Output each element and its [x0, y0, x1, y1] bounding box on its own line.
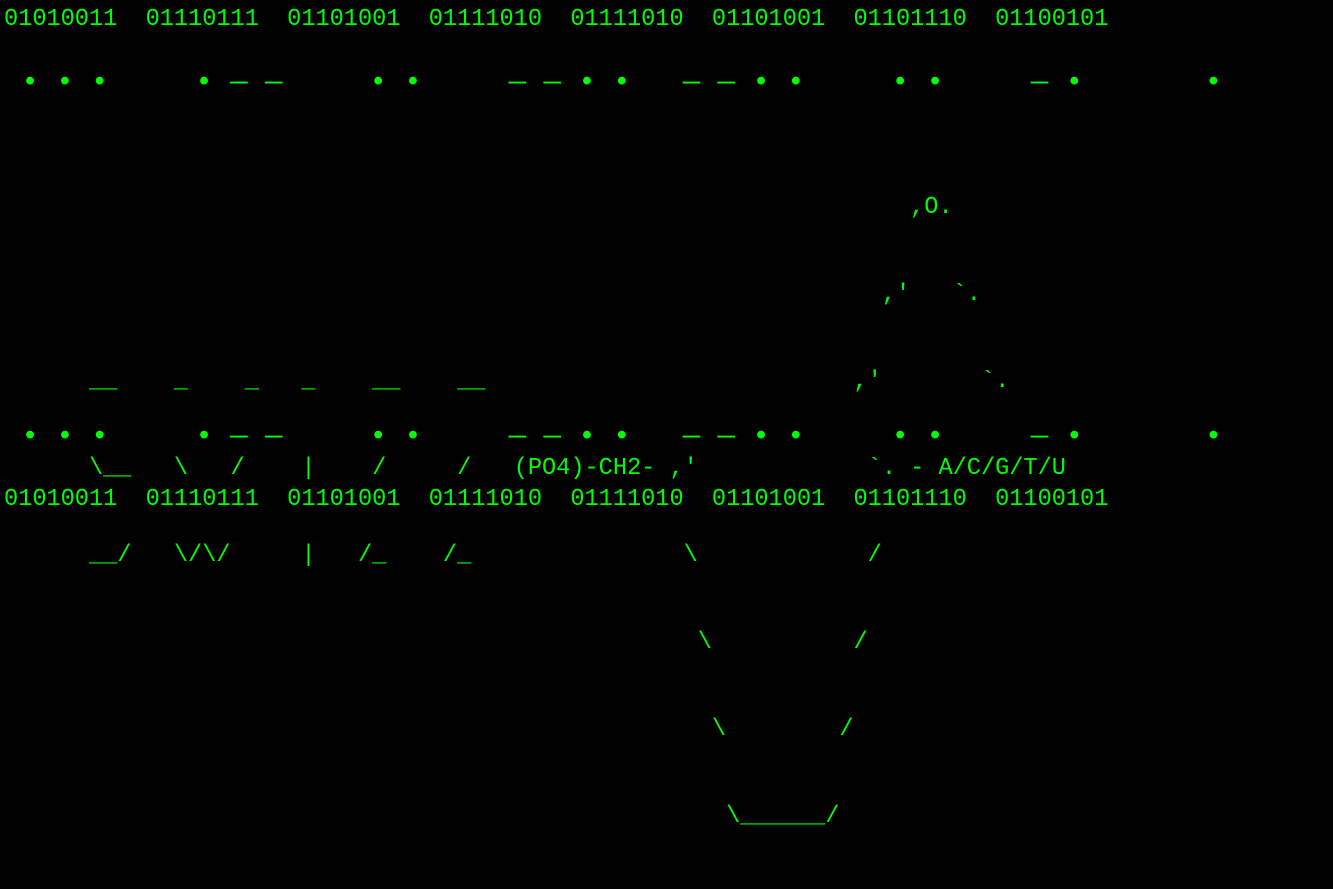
ascii-art-line: __/ \/\/ | /_ /_ \ /: [4, 542, 882, 569]
ascii-art-line: ,' `.: [4, 281, 981, 308]
ascii-art-line: \ /: [4, 716, 854, 743]
ascii-art-line: \ /: [4, 629, 868, 656]
morse-line-bottom: • • • • — — • • — — • • — — • • • • — • …: [4, 420, 1223, 453]
terminal-screen: 01010011 01110111 01101001 01111010 0111…: [4, 6, 1223, 830]
ascii-art-line: __ _ _ _ __ __ ,' `.: [4, 368, 1010, 395]
ascii-art-line: \______/: [4, 803, 840, 830]
binary-line-bottom: 01010011 01110111 01101001 01111010 0111…: [4, 486, 1109, 513]
morse-line-top: • • • • — — • • — — • • — — • • • • — • …: [4, 66, 1223, 99]
ascii-art-line: ,O.: [4, 194, 953, 221]
binary-line-top: 01010011 01110111 01101001 01111010 0111…: [4, 6, 1109, 33]
ascii-art-line: \__ \ / | / / (PO4)-CH2- ,' `. - A/C/G/T…: [4, 455, 1066, 482]
